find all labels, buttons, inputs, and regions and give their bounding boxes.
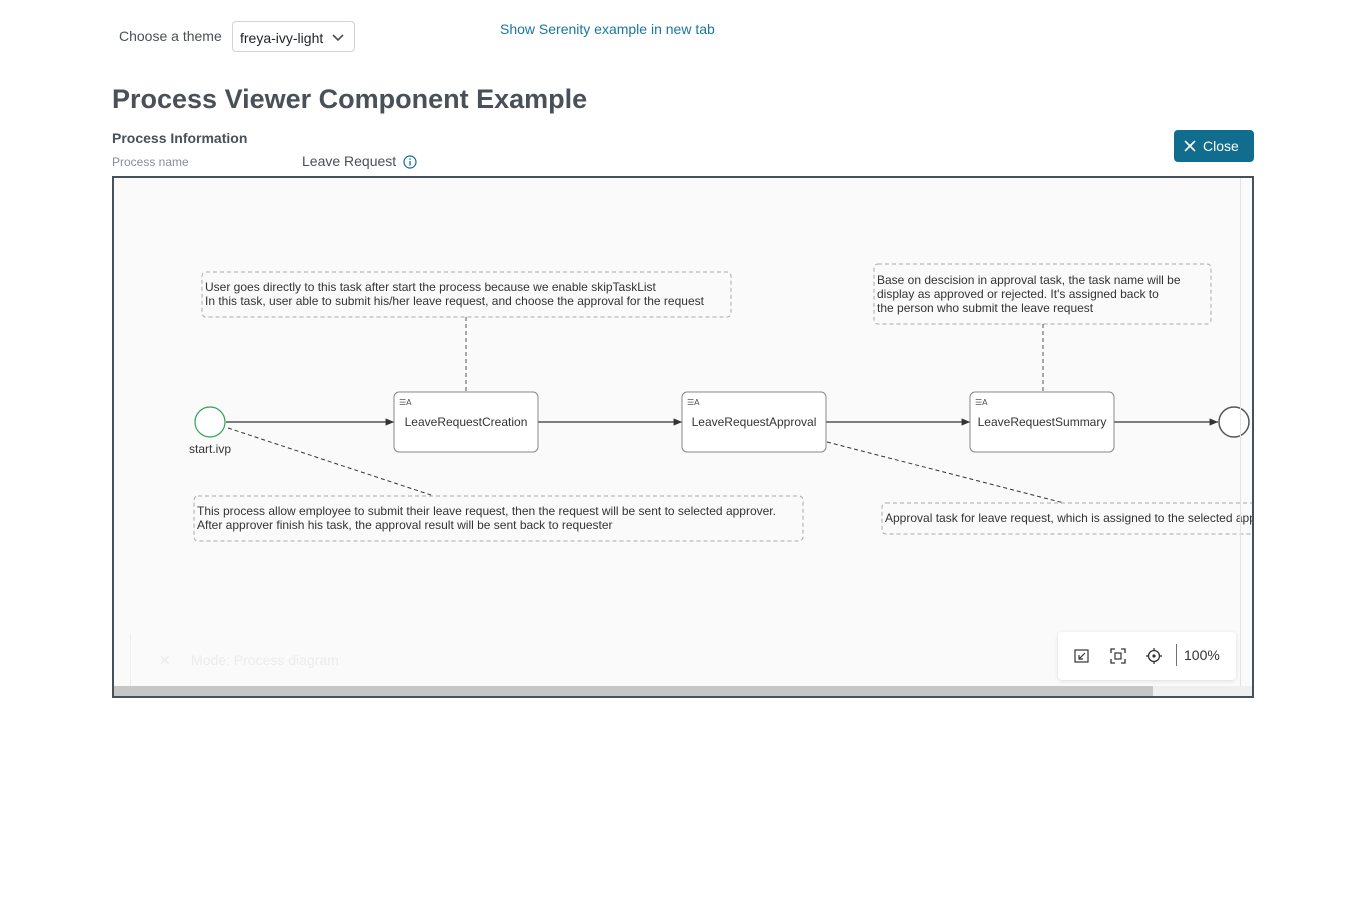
note-summary-box [873, 263, 1212, 325]
close-button-label: Close [1203, 138, 1239, 154]
diagram-canvas[interactable]: ☰A ☰A ☰A User goes directly to this task… [114, 178, 1252, 696]
start-event [194, 406, 226, 438]
task-label-approval[interactable]: LeaveRequestApproval [691, 415, 817, 429]
svg-text:☰A: ☰A [399, 398, 412, 407]
note-process-box [193, 495, 804, 542]
note-creation-box [201, 271, 732, 318]
page-title: Process Viewer Component Example [112, 84, 588, 114]
task-label-summary[interactable]: LeaveRequestSummary [977, 415, 1107, 429]
zoom-level[interactable]: 100% [1184, 647, 1220, 663]
note-summary-line3: the person who submit the leave request [877, 301, 1094, 315]
horizontal-scrollbar-thumb[interactable] [114, 686, 1153, 696]
mode-toast: ✕ Mode: Process diagram [130, 634, 391, 686]
toast-text: Mode: Process diagram [191, 652, 339, 668]
end-event [1218, 406, 1250, 438]
note-approval-line1: Approval task for leave request, which i… [885, 511, 1254, 525]
fit-to-screen-icon[interactable] [1108, 646, 1128, 666]
center-icon[interactable] [1144, 646, 1164, 666]
note-approval-box [881, 502, 1252, 535]
theme-select-value: freya-ivy-light [240, 30, 324, 46]
process-viewer[interactable]: ☰A ☰A ☰A User goes directly to this task… [112, 176, 1254, 698]
note-process-line1: This process allow employee to submit th… [197, 504, 776, 518]
start-event-label: start.ivp [189, 442, 232, 456]
task-label-creation[interactable]: LeaveRequestCreation [404, 415, 528, 429]
theme-select[interactable]: freya-ivy-light [232, 21, 355, 52]
task-leave-request-summary: ☰A [969, 391, 1115, 453]
chevron-down-icon [332, 34, 344, 42]
process-diagram: ☰A ☰A ☰A [193, 263, 1252, 542]
close-button[interactable]: Close [1174, 130, 1254, 162]
note-process-line2: After approver finish his task, the appr… [197, 518, 613, 532]
note-creation-line2: In this task, user able to submit his/he… [205, 294, 704, 308]
process-name-value: Leave Request [302, 153, 397, 169]
serenity-example-link[interactable]: Show Serenity example in new tab [500, 21, 715, 37]
info-icon[interactable] [403, 155, 417, 169]
viewer-toolbar: 100% [1058, 632, 1236, 680]
toast-close-icon: ✕ [159, 652, 171, 668]
theme-label: Choose a theme [119, 28, 222, 44]
task-leave-request-creation: ☰A [393, 391, 539, 453]
note-summary-line2: display as approved or rejected. It's as… [877, 287, 1159, 301]
process-name-label: Process name [112, 155, 189, 169]
note-creation-line1: User goes directly to this task after st… [205, 280, 656, 294]
task-leave-request-approval: ☰A [681, 391, 827, 453]
svg-text:☰A: ☰A [975, 398, 988, 407]
close-icon [1184, 140, 1196, 152]
svg-text:☰A: ☰A [687, 398, 700, 407]
collapse-icon[interactable] [1072, 646, 1092, 666]
toolbar-divider [1176, 644, 1177, 666]
note-summary-line1: Base on descision in approval task, the … [877, 273, 1181, 287]
horizontal-scrollbar-track[interactable] [114, 686, 1252, 696]
process-information-heading: Process Information [112, 130, 248, 146]
vertical-divider [1240, 178, 1241, 686]
